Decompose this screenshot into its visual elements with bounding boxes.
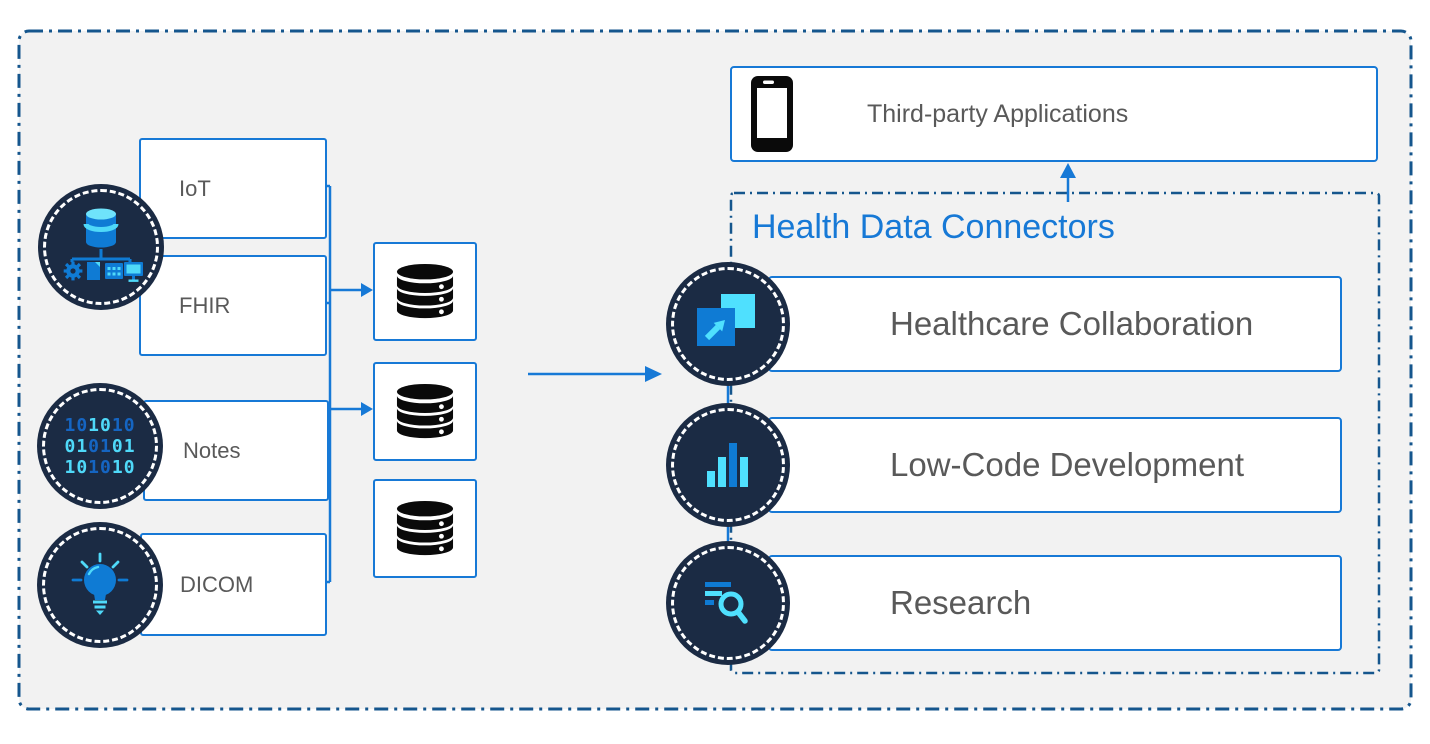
row-box-research: Research: [768, 555, 1342, 651]
sources-circle: [38, 184, 164, 310]
monitor-icon: [124, 262, 143, 282]
binary-row: 010101: [64, 435, 136, 457]
health-data-connectors-title: Health Data Connectors: [752, 208, 1115, 246]
source-box-notes-label: Notes: [183, 437, 241, 463]
research-label: Research: [890, 584, 1032, 621]
third-party-label: Third-party Applications: [867, 99, 1129, 128]
source-box-fhir: FHIR: [139, 255, 327, 356]
database-icon: [396, 263, 454, 318]
database-box-2: [373, 362, 477, 461]
arrowheads: [361, 163, 1076, 416]
connected-data-platform-icon: [63, 208, 143, 282]
binary-row: 101010: [64, 414, 136, 436]
source-box-notes: Notes: [143, 400, 329, 501]
lightbulb-icon: [71, 552, 129, 615]
dicom-circle: [37, 522, 163, 648]
db2-arrowhead: [361, 402, 373, 416]
source-box-dicom: DICOM: [140, 533, 327, 636]
binary-code-icon: 101010 010101 101010: [64, 415, 135, 478]
healthcare-collaboration-label: Healthcare Collaboration: [890, 305, 1254, 342]
source-box-iot: IoT: [139, 138, 327, 239]
database-icon: [396, 500, 454, 555]
healthcare-collaboration-circle: [666, 262, 790, 386]
document-icon: [87, 262, 100, 280]
notes-circle: 101010 010101 101010: [37, 383, 163, 509]
smartphone-icon: [751, 76, 793, 152]
database-icon: [396, 383, 454, 438]
row-box-low-code-development: Low-Code Development: [768, 417, 1342, 513]
source-box-fhir-label: FHIR: [179, 292, 231, 318]
database-box-1: [373, 242, 477, 341]
calendar-icon: [105, 263, 123, 279]
collaboration-arrow-icon: [697, 294, 755, 346]
third-party-box: Third-party Applications: [730, 66, 1378, 162]
up-arrowhead: [1060, 163, 1076, 178]
flow-arrowhead: [645, 366, 662, 382]
gear-icon: [63, 261, 83, 281]
source-box-iot-label: IoT: [179, 175, 211, 201]
low-code-development-circle: [666, 403, 790, 527]
low-code-development-label: Low-Code Development: [890, 446, 1245, 483]
source-box-dicom-label: DICOM: [180, 571, 254, 597]
binary-row: 101010: [64, 456, 136, 478]
database-box-3: [373, 479, 477, 578]
bar-chart-icon: [707, 443, 748, 487]
row-box-healthcare-collaboration: Healthcare Collaboration: [768, 276, 1342, 372]
research-circle: [666, 541, 790, 665]
search-research-icon: [705, 582, 748, 624]
db1-arrowhead: [361, 283, 373, 297]
